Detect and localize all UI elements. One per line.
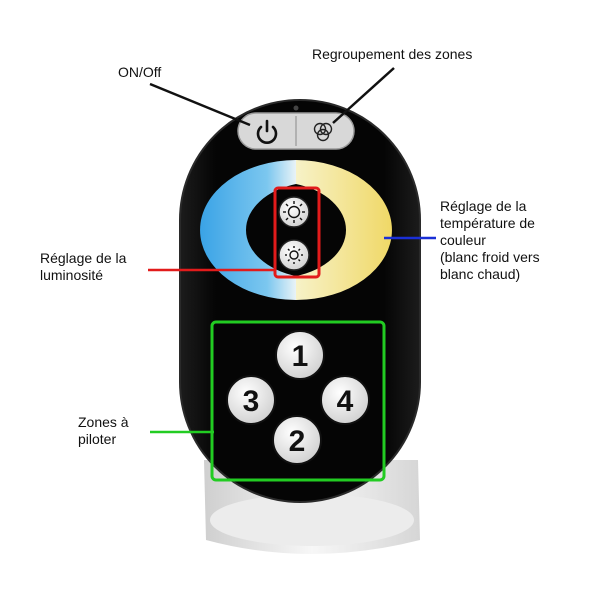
pointer-on-off <box>149 82 251 127</box>
brightness-up-button[interactable] <box>278 196 310 228</box>
three-circles-icon[interactable] <box>313 122 333 142</box>
label-on-off: ON/Off <box>118 64 162 80</box>
zone-button-4[interactable]: 4 <box>320 375 370 425</box>
brightness-down-button[interactable] <box>278 239 310 271</box>
label-zones: Zones à piloter <box>78 414 129 447</box>
brightness-highlight-box <box>273 186 321 279</box>
zones-highlight-box <box>210 320 386 482</box>
zone-number: 2 <box>289 425 306 458</box>
zone-number: 4 <box>337 385 354 418</box>
sun-icon <box>283 201 305 223</box>
zone-number: 1 <box>292 340 309 373</box>
color-temperature-ring[interactable] <box>200 160 392 300</box>
sun-small-icon <box>285 246 303 264</box>
zone-number: 3 <box>243 385 260 418</box>
label-brightness: Réglage de la luminosité <box>40 250 127 283</box>
label-color-temperature: Réglage de la température de couleur (bl… <box>440 198 540 282</box>
pointer-zone-grouping <box>332 67 395 124</box>
zone-button-3[interactable]: 3 <box>226 375 276 425</box>
zone-button-2[interactable]: 2 <box>272 415 322 465</box>
zone-button-1[interactable]: 1 <box>275 330 325 380</box>
label-zone-grouping: Regroupement des zones <box>312 46 473 62</box>
power-icon[interactable] <box>256 119 278 144</box>
